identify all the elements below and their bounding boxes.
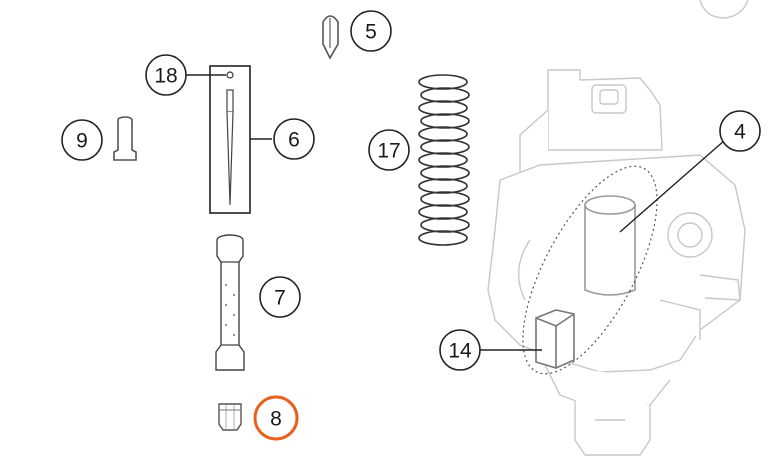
callout-9[interactable]: 9 — [61, 119, 103, 161]
callout-5[interactable]: 5 — [350, 10, 392, 52]
callout-9-label: 9 — [76, 130, 88, 153]
leader-lines — [186, 74, 726, 351]
callout-17[interactable]: 17 — [368, 129, 410, 171]
needle-jet-tube-icon — [215, 234, 245, 371]
callout-7-label: 7 — [274, 287, 286, 310]
callout-17-label: 17 — [377, 140, 400, 163]
float-icon — [535, 309, 575, 369]
callout-8-highlighted[interactable]: 8 — [253, 395, 299, 441]
callout-4[interactable]: 4 — [719, 110, 761, 152]
callout-18[interactable]: 18 — [145, 54, 187, 96]
spring-icon — [418, 74, 470, 246]
assembly-highlight-ellipse — [522, 165, 658, 375]
callout-14[interactable]: 14 — [439, 329, 481, 371]
callout-4-label: 4 — [734, 121, 746, 144]
needle-jet-icon — [113, 116, 137, 161]
callout-7[interactable]: 7 — [259, 276, 301, 318]
callout-6-label: 6 — [288, 129, 300, 152]
callout-5-label: 5 — [365, 21, 377, 44]
callout-6[interactable]: 6 — [273, 118, 315, 160]
jet-needle-icon — [209, 65, 251, 214]
callout-18-label: 18 — [154, 65, 177, 88]
callout-14-label: 14 — [448, 340, 472, 363]
callout-8-label: 8 — [270, 408, 282, 431]
float-needle-icon — [322, 15, 339, 60]
throttle-slide-icon — [584, 195, 636, 296]
main-jet-icon — [218, 403, 242, 431]
